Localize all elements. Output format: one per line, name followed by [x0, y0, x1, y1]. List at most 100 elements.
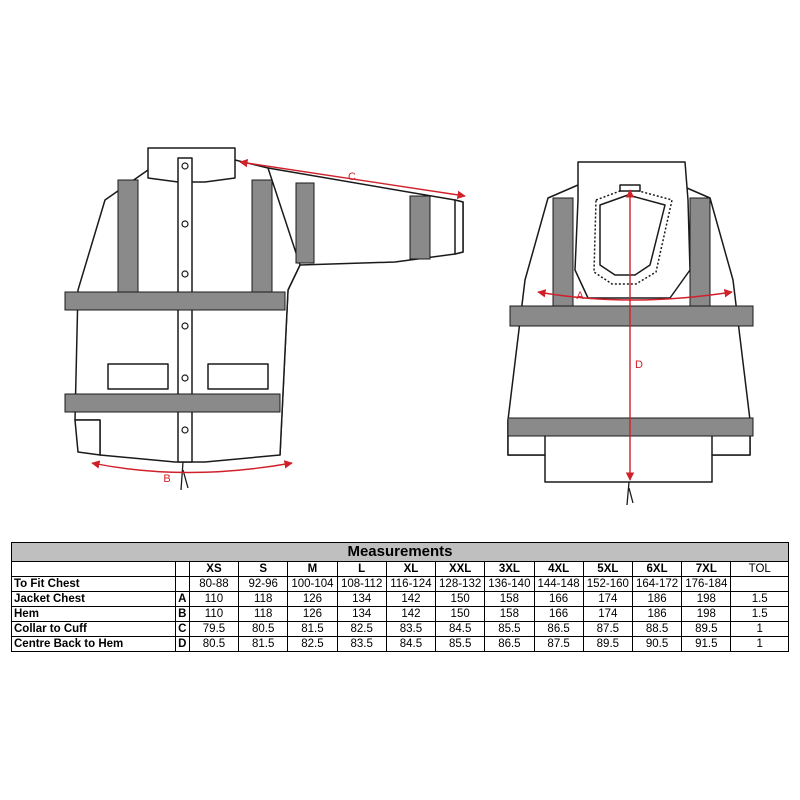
table-cell: 84.5: [385, 636, 437, 652]
table-cell: 164-172: [631, 576, 683, 592]
size-header-4xl: 4XL: [533, 561, 584, 577]
tol-cell: 1.5: [730, 591, 789, 607]
table-cell: 128-132: [435, 576, 486, 592]
front-buttons: [181, 162, 189, 434]
jacket-chest-letter: A: [576, 290, 584, 302]
table-cell: 108-112: [336, 576, 387, 592]
size-header-xs: XS: [188, 561, 240, 577]
row-code: B: [174, 606, 190, 622]
jacket-diagrams: C B A D: [64, 147, 754, 506]
front-brace-right: [251, 179, 273, 293]
size-header-6xl: 6XL: [631, 561, 683, 577]
header-code-blank: [174, 561, 190, 577]
size-header-s: S: [238, 561, 289, 577]
table-cell: 86.5: [484, 636, 535, 652]
table-title-row: Measurements: [11, 542, 789, 562]
row-label: Collar to Cuff: [11, 621, 176, 637]
front-reflective-stripes: [64, 179, 431, 413]
table-cell: 80-88: [188, 576, 240, 592]
table-cell: 186: [631, 606, 683, 622]
front-drawcord-icon: [180, 461, 189, 491]
back-chest-band: [509, 305, 754, 327]
size-header-m: M: [287, 561, 338, 577]
table-cell: 90.5: [631, 636, 683, 652]
collar-to-cuff-line: [239, 158, 466, 200]
row-code: A: [174, 591, 190, 607]
table-title: Measurements: [11, 542, 789, 562]
row-code: C: [174, 621, 190, 637]
back-measurements: [537, 189, 733, 481]
table-cell: 150: [435, 591, 486, 607]
size-header-l: L: [336, 561, 387, 577]
table-cell: 116-124: [385, 576, 437, 592]
row-code: D: [174, 636, 190, 652]
table-cell: 158: [484, 591, 535, 607]
table-cell: 142: [385, 591, 437, 607]
table-cell: 110: [188, 606, 240, 622]
front-hem-band: [64, 393, 281, 413]
table-cell: 158: [484, 606, 535, 622]
table-cell: 79.5: [188, 621, 240, 637]
table-cell: 176-184: [681, 576, 732, 592]
table-cell: 80.5: [188, 636, 240, 652]
table-cell: 83.5: [385, 621, 437, 637]
row-label: Hem: [11, 606, 176, 622]
table-cell: 134: [336, 606, 387, 622]
table-cell: 136-140: [484, 576, 535, 592]
table-cell: 174: [582, 591, 633, 607]
table-cell: 89.5: [681, 621, 732, 637]
tol-cell: [730, 576, 789, 592]
front-pocket-left: [107, 363, 169, 390]
hem-letter: B: [163, 473, 170, 485]
button-icon: [181, 162, 189, 170]
front-cuff-outline: [454, 199, 464, 255]
collar-to-cuff-letter: C: [348, 171, 356, 183]
table-cell: 198: [681, 606, 732, 622]
row-code: [174, 576, 190, 592]
table-cell: 142: [385, 606, 437, 622]
table-cell: 174: [582, 606, 633, 622]
table-cell: 82.5: [287, 636, 338, 652]
back-brace-left: [552, 197, 574, 307]
table-cell: 150: [435, 606, 486, 622]
table-cell: 84.5: [435, 621, 486, 637]
table-cell: 166: [533, 606, 584, 622]
tol-header: TOL: [730, 561, 789, 577]
front-chest-band: [64, 291, 286, 311]
front-pocket-right: [207, 363, 269, 390]
table-cell: 144-148: [533, 576, 584, 592]
table-cell: 85.5: [435, 636, 486, 652]
table-cell: 87.5: [533, 636, 584, 652]
button-icon: [181, 322, 189, 330]
table-cell: 85.5: [484, 621, 535, 637]
table-cell: 82.5: [336, 621, 387, 637]
table-cell: 81.5: [287, 621, 338, 637]
table-cell: 198: [681, 591, 732, 607]
table-cell: 81.5: [238, 636, 289, 652]
table-cell: 89.5: [582, 636, 633, 652]
table-cell: 88.5: [631, 621, 683, 637]
back-drawcord-icon: [626, 481, 634, 506]
table-cell: 118: [238, 606, 289, 622]
back-brace-right: [689, 197, 711, 307]
table-cell: 92-96: [238, 576, 289, 592]
centre-back-letter: D: [635, 359, 643, 371]
row-label: To Fit Chest: [11, 576, 176, 592]
hem-ellipse-line: [91, 460, 293, 474]
table-cell: 110: [188, 591, 240, 607]
button-icon: [181, 270, 189, 278]
size-header-xl: XL: [385, 561, 437, 577]
table-cell: 80.5: [238, 621, 289, 637]
front-brace-left: [117, 179, 139, 293]
table-cell: 126: [287, 606, 338, 622]
table-cell: 186: [631, 591, 683, 607]
tol-cell: 1: [730, 636, 789, 652]
row-label: Centre Back to Hem: [11, 636, 176, 652]
